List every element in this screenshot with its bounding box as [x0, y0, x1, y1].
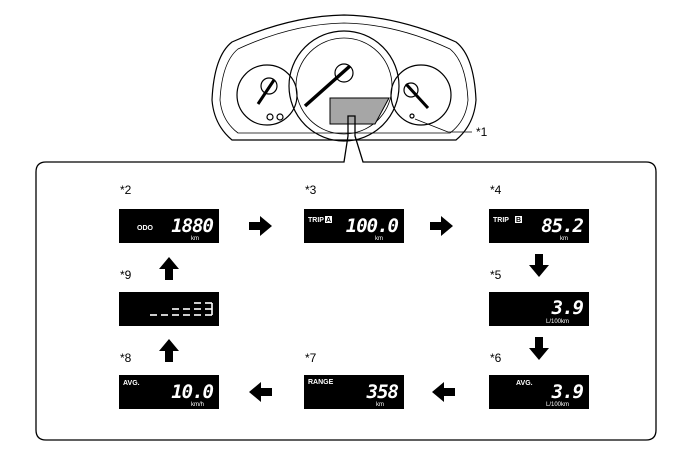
arrow-up-1 [159, 339, 179, 362]
display-current-fuel: 3.9 L/100km [489, 292, 589, 326]
right-indicator [409, 113, 415, 119]
left-indicator-2 [276, 113, 284, 121]
display-avg-fuel-screen [489, 375, 589, 409]
trip-b-badge-box [515, 216, 522, 223]
callout-1-leader [414, 118, 449, 133]
display-trip-a-screen [304, 209, 404, 243]
odo-value: 1880 [171, 215, 213, 237]
trip-b-unit: km [560, 236, 568, 242]
callout-5: *5 [490, 268, 502, 282]
odo-unit: km [191, 236, 199, 242]
avg-speed-value: 10.0 [171, 381, 213, 403]
range-value: 358 [366, 381, 399, 403]
avg-speed-label: AVG. [123, 380, 140, 387]
callout-1: *1 [476, 125, 488, 139]
callout-4: *4 [490, 183, 502, 197]
arrow-left-2 [249, 382, 272, 402]
trip-b-value: 85.2 [541, 215, 583, 237]
arrow-left-1 [432, 382, 455, 402]
range-label: RANGE [308, 379, 334, 386]
callout-6: *6 [490, 351, 502, 365]
display-trip-b-screen [489, 209, 589, 243]
trip-a-label: TRIP [308, 217, 324, 224]
cluster-inner-outline [219, 22, 469, 134]
center-gauge-hub [334, 63, 354, 83]
trip-b-label: TRIP [493, 217, 509, 224]
display-avg-fuel: AVG. 3.9 L/100km [489, 375, 589, 409]
display-avg-speed-screen [119, 375, 219, 409]
trip-b-badge: B [516, 217, 521, 224]
trip-a-unit: km [375, 236, 383, 242]
display-trip-b: TRIP B 85.2 km [489, 209, 589, 243]
avg-fuel-value: 3.9 [551, 381, 584, 403]
callout-2: *2 [120, 183, 132, 197]
flow-arrows [159, 216, 549, 402]
arrow-right-1 [249, 216, 272, 236]
display-current-fuel-screen [489, 292, 589, 326]
right-gauge-bezel [390, 64, 452, 126]
trip-a-badge: A [326, 217, 331, 224]
odo-label: ODO [137, 225, 154, 232]
avg-fuel-label: AVG. [516, 380, 533, 387]
callout-8: *8 [120, 351, 132, 365]
detail-frame [35, 115, 657, 441]
display-range: RANGE 358 km [304, 375, 404, 409]
left-gauge-hub [260, 77, 278, 95]
trip-a-value: 100.0 [346, 215, 399, 237]
callout-7: *7 [305, 351, 317, 365]
callout-9: *9 [120, 268, 132, 282]
left-indicator-1 [266, 113, 274, 121]
display-range-screen [304, 375, 404, 409]
display-avg-speed: AVG. 10.0 km/h [119, 375, 219, 409]
callout-3: *3 [305, 183, 317, 197]
avg-fuel-unit: L/100km [546, 402, 569, 408]
display-odo: ODO 1880 km [119, 209, 219, 243]
display-blank-dashes [119, 292, 219, 326]
avg-speed-unit: km/h [191, 402, 204, 408]
display-blank-screen [119, 292, 219, 326]
arrow-right-2 [430, 216, 453, 236]
dash-segments [150, 302, 213, 316]
cluster-outline [211, 14, 477, 141]
arrow-down-1 [529, 254, 549, 277]
multi-info-display-highlight [329, 97, 390, 125]
current-fuel-unit: L/100km [546, 319, 569, 325]
arrow-up-2 [159, 257, 179, 280]
left-gauge-needle [256, 79, 276, 105]
trip-a-badge-box [325, 216, 332, 223]
display-odo-screen [119, 209, 219, 243]
range-unit: km [376, 402, 384, 408]
arrow-down-2 [529, 337, 549, 360]
right-gauge-needle [404, 82, 430, 110]
center-gauge-bezel [288, 30, 400, 142]
instrument-cluster [211, 14, 477, 142]
right-gauge-hub [403, 82, 419, 98]
center-gauge-needle [303, 64, 352, 108]
display-trip-a: TRIP A 100.0 km [304, 209, 404, 243]
current-fuel-value: 3.9 [551, 297, 584, 319]
